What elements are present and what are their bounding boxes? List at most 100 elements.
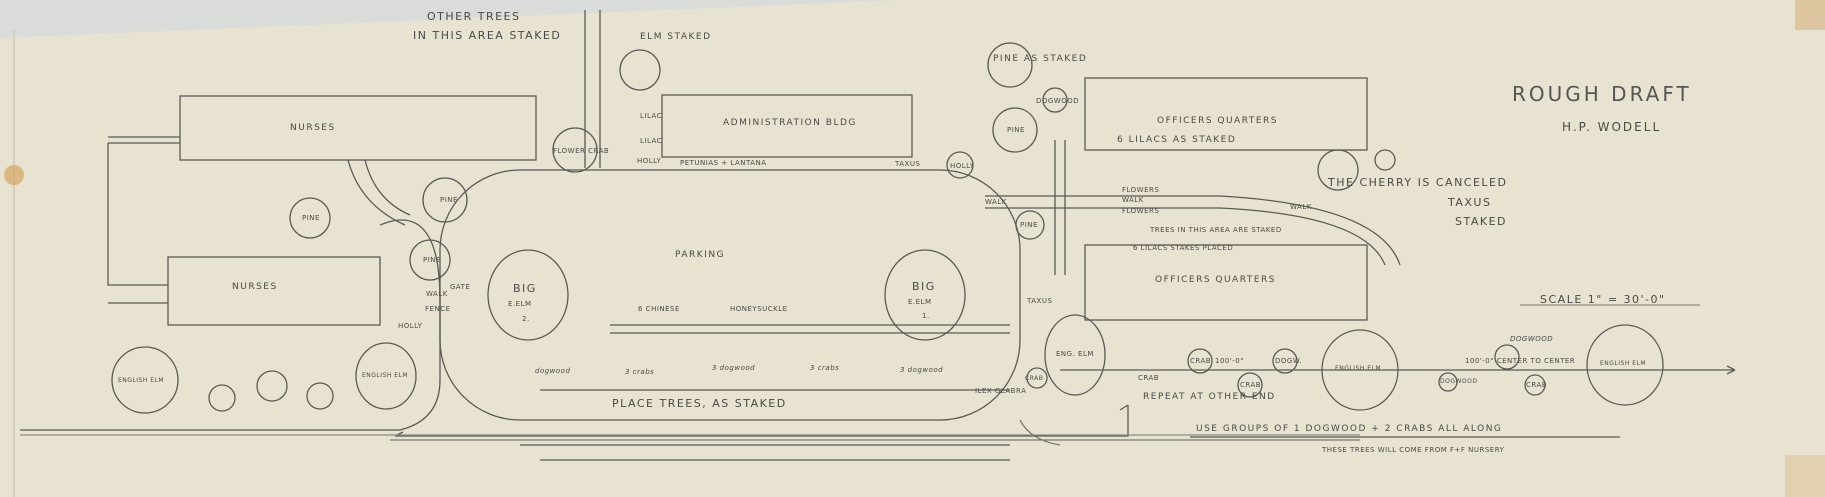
label-english-elm: ENGLISH ELM bbox=[362, 372, 409, 379]
label-dogwood: DOGW. bbox=[1275, 357, 1303, 365]
label-crab: CRAB bbox=[1138, 374, 1160, 382]
tape-stain bbox=[4, 165, 24, 185]
walk-vertical bbox=[1054, 140, 1066, 275]
label-english-elm: ENGLISH ELM bbox=[1335, 365, 1382, 372]
tree-crab bbox=[1026, 367, 1048, 389]
label-walk: WALK bbox=[1290, 203, 1312, 211]
tree-elm-staked bbox=[619, 49, 661, 91]
label-big-elm-1: BIG bbox=[912, 280, 936, 293]
label-officers-2: OFFICERS QUARTERS bbox=[1155, 275, 1276, 285]
label-crab: CRAB bbox=[1240, 381, 1262, 389]
note-taxus-staked: STAKED bbox=[1455, 215, 1508, 228]
label-holly: HOLLY bbox=[398, 322, 423, 330]
tree-big-elm-2 bbox=[487, 249, 569, 341]
tree-pine bbox=[992, 107, 1038, 153]
label-parking: PARKING bbox=[675, 250, 726, 260]
label-pine: PINE bbox=[302, 214, 320, 222]
tree-english-elm bbox=[1586, 324, 1664, 406]
note-honeysuckle-1: 6 CHINESE bbox=[638, 305, 680, 313]
tree-cherry bbox=[1317, 149, 1359, 191]
hedge-line bbox=[520, 324, 1010, 461]
label-dogwood: 3 dogwood bbox=[712, 364, 756, 372]
label-big-elm-2: E.ELM bbox=[508, 300, 532, 308]
label-english-elm: ENGLISH ELM bbox=[1600, 360, 1647, 367]
tree-dogwood bbox=[1042, 87, 1068, 113]
building-admin bbox=[661, 94, 913, 158]
label-dogwood: 3 dogwood bbox=[900, 366, 944, 374]
note-place-trees: PLACE TREES, AS STAKED bbox=[612, 397, 787, 410]
label-dogwood: DOGWOOD bbox=[1510, 335, 1554, 343]
note-cherry-canceled: THE CHERRY IS CANCELED bbox=[1328, 176, 1508, 189]
building-nurses-1 bbox=[179, 95, 537, 161]
note-elm-staked: ELM STAKED bbox=[640, 32, 712, 42]
note-spacing-2: 100'-0" CENTER TO CENTER bbox=[1465, 357, 1576, 365]
tree-english-elm bbox=[111, 346, 179, 414]
label-lilac: LILAC bbox=[640, 137, 663, 145]
tree-pine bbox=[289, 197, 331, 239]
note-nursery: THESE TREES WILL COME FROM F+F NURSERY bbox=[1322, 446, 1505, 454]
tree-small bbox=[306, 382, 334, 410]
label-flowers: FLOWERS bbox=[1122, 207, 1160, 215]
tree-dogwood bbox=[1438, 372, 1458, 392]
label-big-elm-1: E.ELM bbox=[908, 298, 932, 306]
tree-eng-elm bbox=[1044, 314, 1106, 396]
note-honeysuckle-2: HONEYSUCKLE bbox=[730, 305, 788, 313]
label-pine: PINE bbox=[440, 196, 458, 204]
label-nurses-2: NURSES bbox=[232, 282, 278, 292]
tree-big-elm-1 bbox=[884, 249, 966, 341]
tree-crab bbox=[1524, 374, 1546, 396]
label-flower-crab: FLOWER CRAB bbox=[553, 147, 610, 155]
tree-holly bbox=[946, 151, 974, 179]
note-taxus: TAXUS bbox=[1448, 196, 1492, 209]
access-road bbox=[584, 10, 601, 168]
tree-pine-staked bbox=[987, 42, 1033, 88]
note-lilacs-as-staked: 6 LILACS AS STAKED bbox=[1117, 135, 1237, 145]
label-walk: WALK bbox=[426, 290, 448, 298]
tree-english-elm bbox=[355, 342, 417, 410]
label-pine: PINE bbox=[1007, 126, 1025, 134]
author: H.P. WODELL bbox=[1562, 120, 1662, 134]
label-holly: HOLLY bbox=[950, 162, 975, 170]
label-taxus: TAXUS bbox=[1027, 297, 1053, 305]
tree-small bbox=[208, 384, 236, 412]
tree-pine bbox=[409, 239, 451, 281]
tree-crab bbox=[1187, 348, 1213, 374]
label-walk: WALK bbox=[1122, 196, 1144, 204]
label-big-elm-2: 2. bbox=[522, 315, 530, 323]
label-fence: FENCE bbox=[425, 305, 451, 313]
note-spacing-1: 100'-0" bbox=[1215, 357, 1244, 365]
label-pine: PINE bbox=[423, 256, 441, 264]
note-other-trees-2: IN THIS AREA STAKED bbox=[413, 29, 562, 42]
outer-road bbox=[20, 219, 441, 431]
label-crabs: 3 crabs bbox=[625, 368, 655, 376]
title-rough-draft: ROUGH DRAFT bbox=[1512, 82, 1692, 106]
note-lilacs-placed: 6 LILACS STAKES PLACED bbox=[1133, 244, 1234, 252]
label-crab: CRAB bbox=[1526, 381, 1548, 389]
label-nurses-1: NURSES bbox=[290, 123, 336, 133]
label-officers-1: OFFICERS QUARTERS bbox=[1157, 116, 1278, 126]
label-crab: CRAB bbox=[1190, 357, 1212, 365]
label-dogwood: DOGWOOD bbox=[1440, 378, 1478, 385]
note-other-trees: OTHER TREES bbox=[427, 10, 521, 23]
note-pine-staked: PINE AS STAKED bbox=[993, 54, 1088, 64]
label-gate: GATE bbox=[450, 283, 471, 291]
label-dogwood: DOGWOOD bbox=[1036, 97, 1080, 105]
building-nurses-2 bbox=[167, 256, 381, 326]
label-crabs: 3 crabs bbox=[810, 364, 840, 372]
label-big-elm-2: BIG bbox=[513, 282, 537, 295]
label-walk: WALK bbox=[985, 198, 1007, 206]
label-crab: CRAB bbox=[1025, 375, 1044, 382]
road-outline bbox=[107, 136, 180, 304]
label-holly: HOLLY bbox=[637, 157, 662, 165]
label-admin: ADMINISTRATION BLDG bbox=[723, 118, 857, 128]
tree-dogwood bbox=[1494, 344, 1520, 370]
tree-english-elm bbox=[1321, 329, 1399, 411]
label-lilac: LILAC bbox=[640, 112, 663, 120]
note-use-groups: USE GROUPS OF 1 DOGWOOD + 2 CRABS ALL AL… bbox=[1196, 424, 1503, 434]
tree-pine bbox=[1015, 210, 1045, 240]
building-officers-2 bbox=[1084, 244, 1368, 321]
label-taxus: TAXUS bbox=[895, 160, 921, 168]
label-english-elm: ENGLISH ELM bbox=[118, 377, 165, 384]
